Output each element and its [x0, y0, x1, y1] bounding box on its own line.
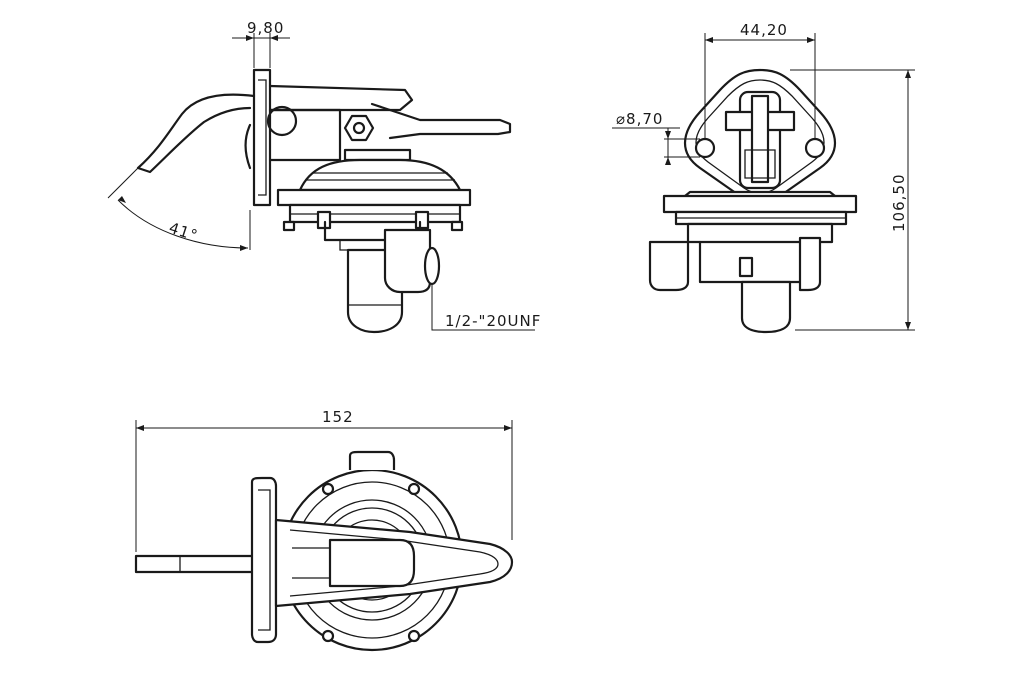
front-view: 44,20 ⌀8,70 106,50	[612, 21, 915, 334]
dim-44-20-label: 44,20	[740, 21, 788, 39]
side-view: 1/2-"20UNF 9,80 41°	[107, 19, 541, 334]
height-106-50-label: 106,50	[890, 174, 908, 233]
angle-41-label: 41°	[167, 219, 201, 245]
dim-9-80-label: 9,80	[247, 19, 284, 37]
top-view: 152	[134, 408, 514, 652]
length-152-label: 152	[322, 408, 354, 426]
hole-diameter-label: ⌀8,70	[616, 110, 663, 128]
thread-spec-label: 1/2-"20UNF	[445, 312, 541, 330]
